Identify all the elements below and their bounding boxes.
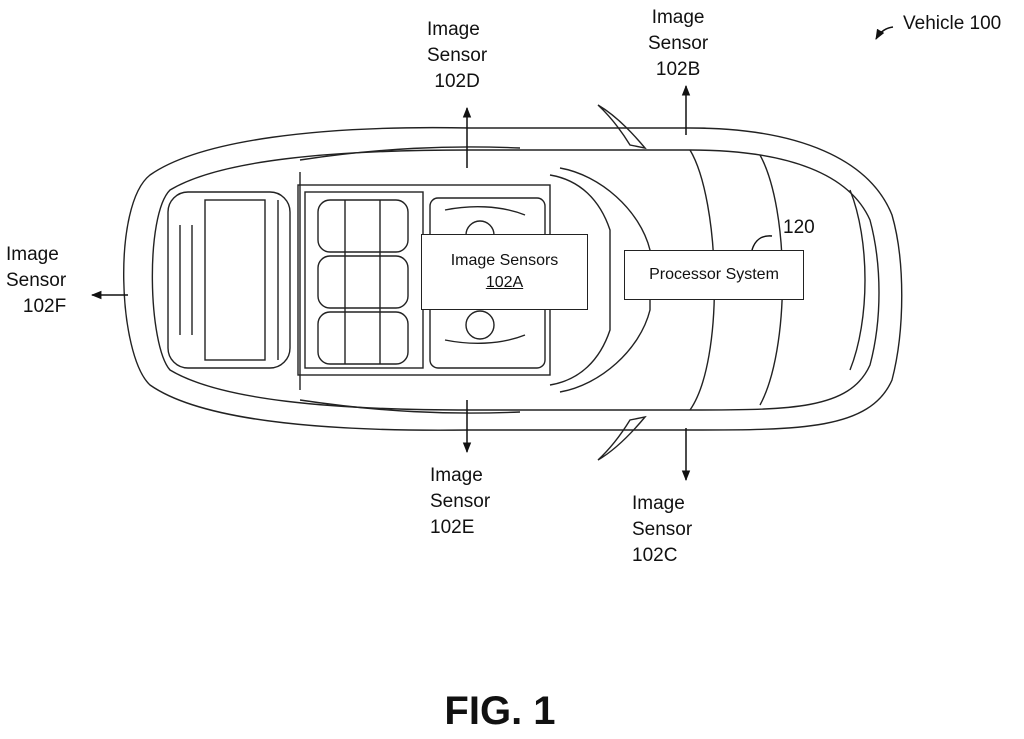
label-sensor-102E: ImageSensor102E	[430, 463, 490, 541]
processor-ref-label: 120	[783, 215, 815, 241]
processor-system-label: Processor System	[649, 264, 779, 286]
label-sensor-102C: ImageSensor102C	[632, 491, 692, 569]
image-sensors-ref: 102A	[486, 272, 523, 294]
label-sensor-102B: ImageSensor102B	[648, 5, 708, 83]
vehicle-label: Vehicle 100	[903, 11, 1001, 37]
label-sensor-102D: ImageSensor102D	[427, 17, 487, 95]
leader-120	[752, 236, 772, 250]
image-sensors-102A-box: Image Sensors 102A	[421, 234, 588, 310]
figure-label: FIG. 1	[400, 688, 600, 734]
image-sensors-label: Image Sensors	[451, 250, 559, 272]
processor-system-box: Processor System	[624, 250, 804, 300]
label-sensor-102F: ImageSensor102F	[6, 242, 66, 320]
arrow-vehicle	[876, 27, 893, 39]
